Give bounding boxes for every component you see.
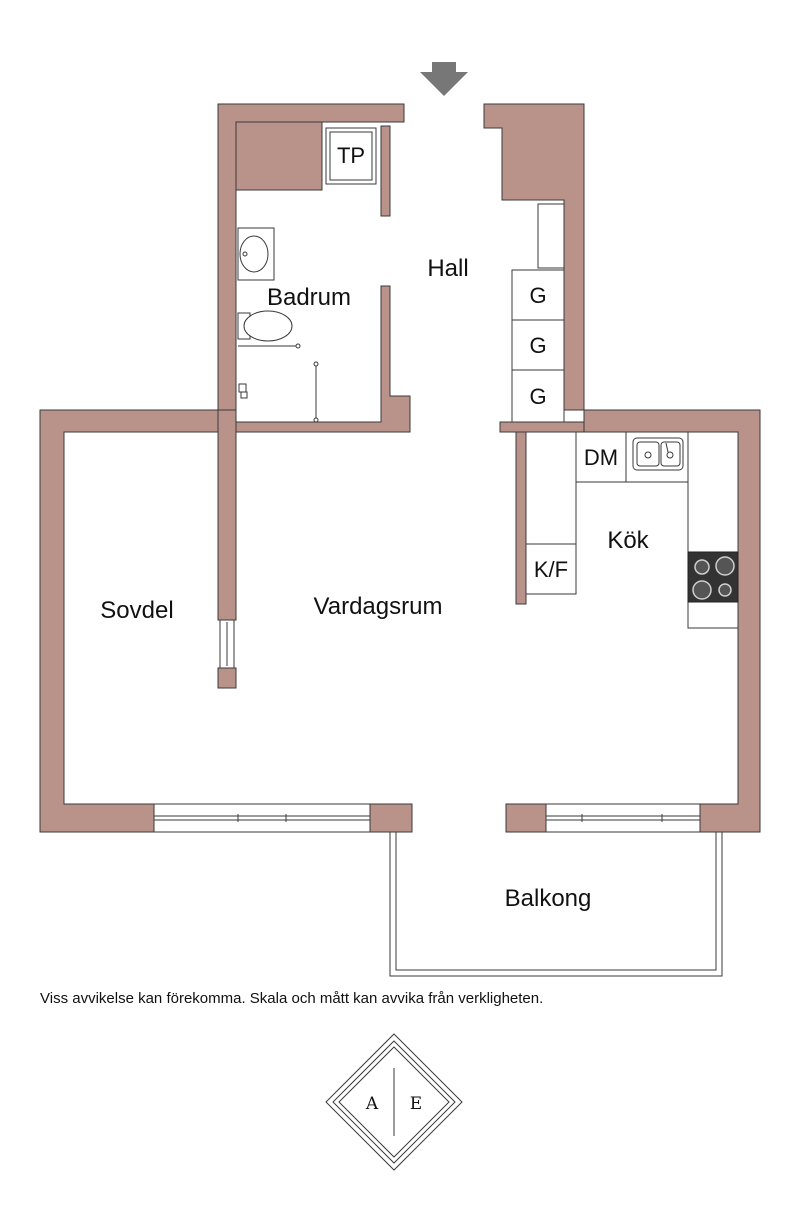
room-label-sovdel: Sovdel	[100, 597, 173, 624]
entrance-arrow-icon	[420, 62, 468, 96]
wardrobe-g1	[511, 269, 565, 321]
fridge-freezer	[525, 543, 577, 595]
fridge-freezer-label: K/F	[534, 557, 568, 582]
room-label-hall: Hall	[427, 255, 468, 282]
shower-icon	[238, 343, 319, 423]
wardrobe-g1-label: G	[529, 283, 546, 308]
brand-logo: A E	[325, 1033, 463, 1171]
room-label-kok: Kök	[607, 527, 649, 554]
stove-icon	[687, 551, 739, 603]
logo-letter-right: E	[410, 1094, 422, 1114]
dishwasher	[575, 431, 627, 483]
dishwasher-label: DM	[584, 445, 618, 470]
disclaimer-text: Viss avvikelse kan förekomma. Skala och …	[40, 990, 544, 1007]
windows	[153, 803, 701, 833]
room-label-balkong: Balkong	[505, 885, 592, 912]
logo-letter-left: A	[365, 1094, 379, 1114]
toilet-icon	[237, 310, 293, 342]
wardrobe-g3-label: G	[529, 384, 546, 409]
wardrobe-g3	[511, 369, 565, 423]
hall-shelf	[537, 203, 565, 269]
room-label-badrum: Badrum	[267, 284, 351, 311]
walls	[39, 103, 761, 833]
tp-label: TP	[337, 143, 365, 168]
sink-icon	[625, 431, 689, 483]
wardrobe-g2-label: G	[529, 333, 546, 358]
balcony-railing	[389, 832, 723, 977]
wardrobe	[219, 619, 235, 669]
room-label-vardagsrum: Vardagsrum	[314, 593, 443, 620]
washbasin-icon	[237, 227, 275, 281]
tp-cabinet	[325, 127, 377, 185]
